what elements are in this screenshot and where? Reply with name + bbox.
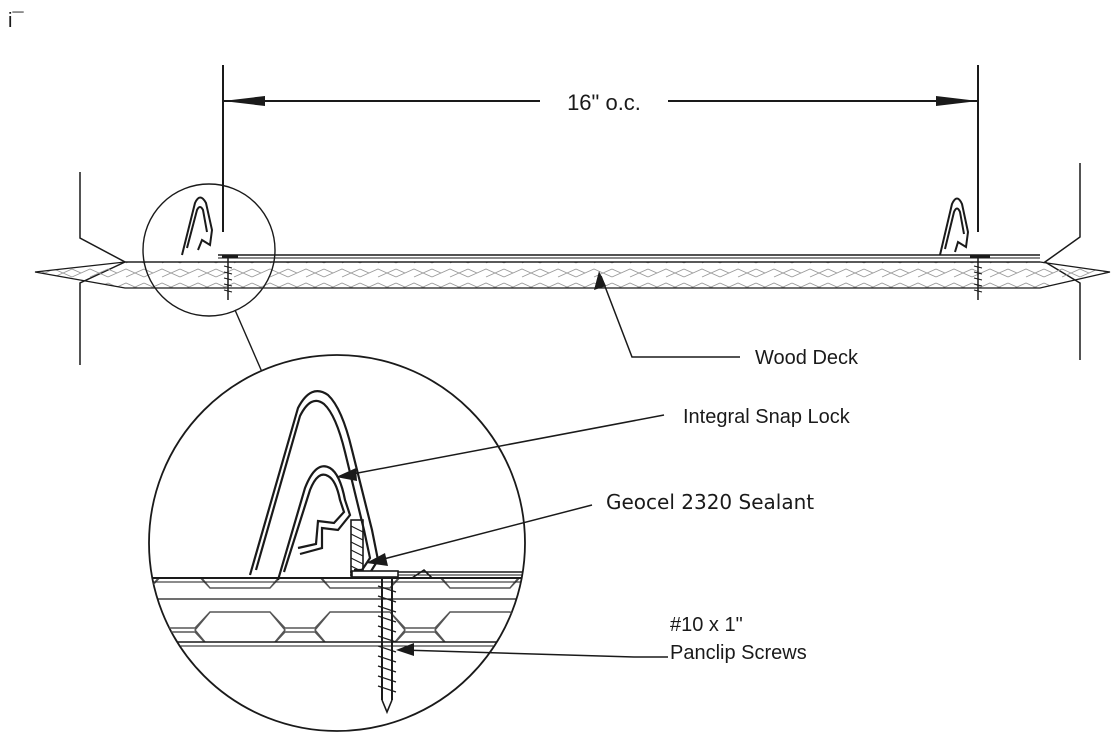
magnified-detail	[148, 354, 526, 732]
snap-lock-leader	[336, 414, 665, 481]
dimension-16-oc	[222, 65, 979, 232]
snap-lock-label: Integral Snap Lock	[683, 406, 851, 428]
detail-reference	[142, 183, 276, 373]
wood-deck	[34, 261, 1111, 289]
wood-deck-leader	[594, 271, 740, 358]
dimension-label: 16" o.c.	[567, 90, 641, 115]
screws-leader	[396, 643, 668, 658]
metal-panel	[218, 254, 1040, 259]
snap-lock-left	[181, 196, 214, 256]
screw-left	[222, 255, 238, 300]
screw-right	[970, 255, 990, 300]
screws-label-line2: Panclip Screws	[670, 642, 807, 664]
snap-lock-right	[939, 197, 970, 256]
corner-mark: i¯	[8, 10, 24, 32]
sealant-leader	[366, 504, 593, 566]
sealant-label: Geocel 2320 Sealant	[606, 490, 814, 514]
wood-deck-label: Wood Deck	[755, 347, 859, 369]
screws-label-line1: #10 x 1"	[670, 614, 743, 636]
panclip-screw	[351, 570, 399, 715]
